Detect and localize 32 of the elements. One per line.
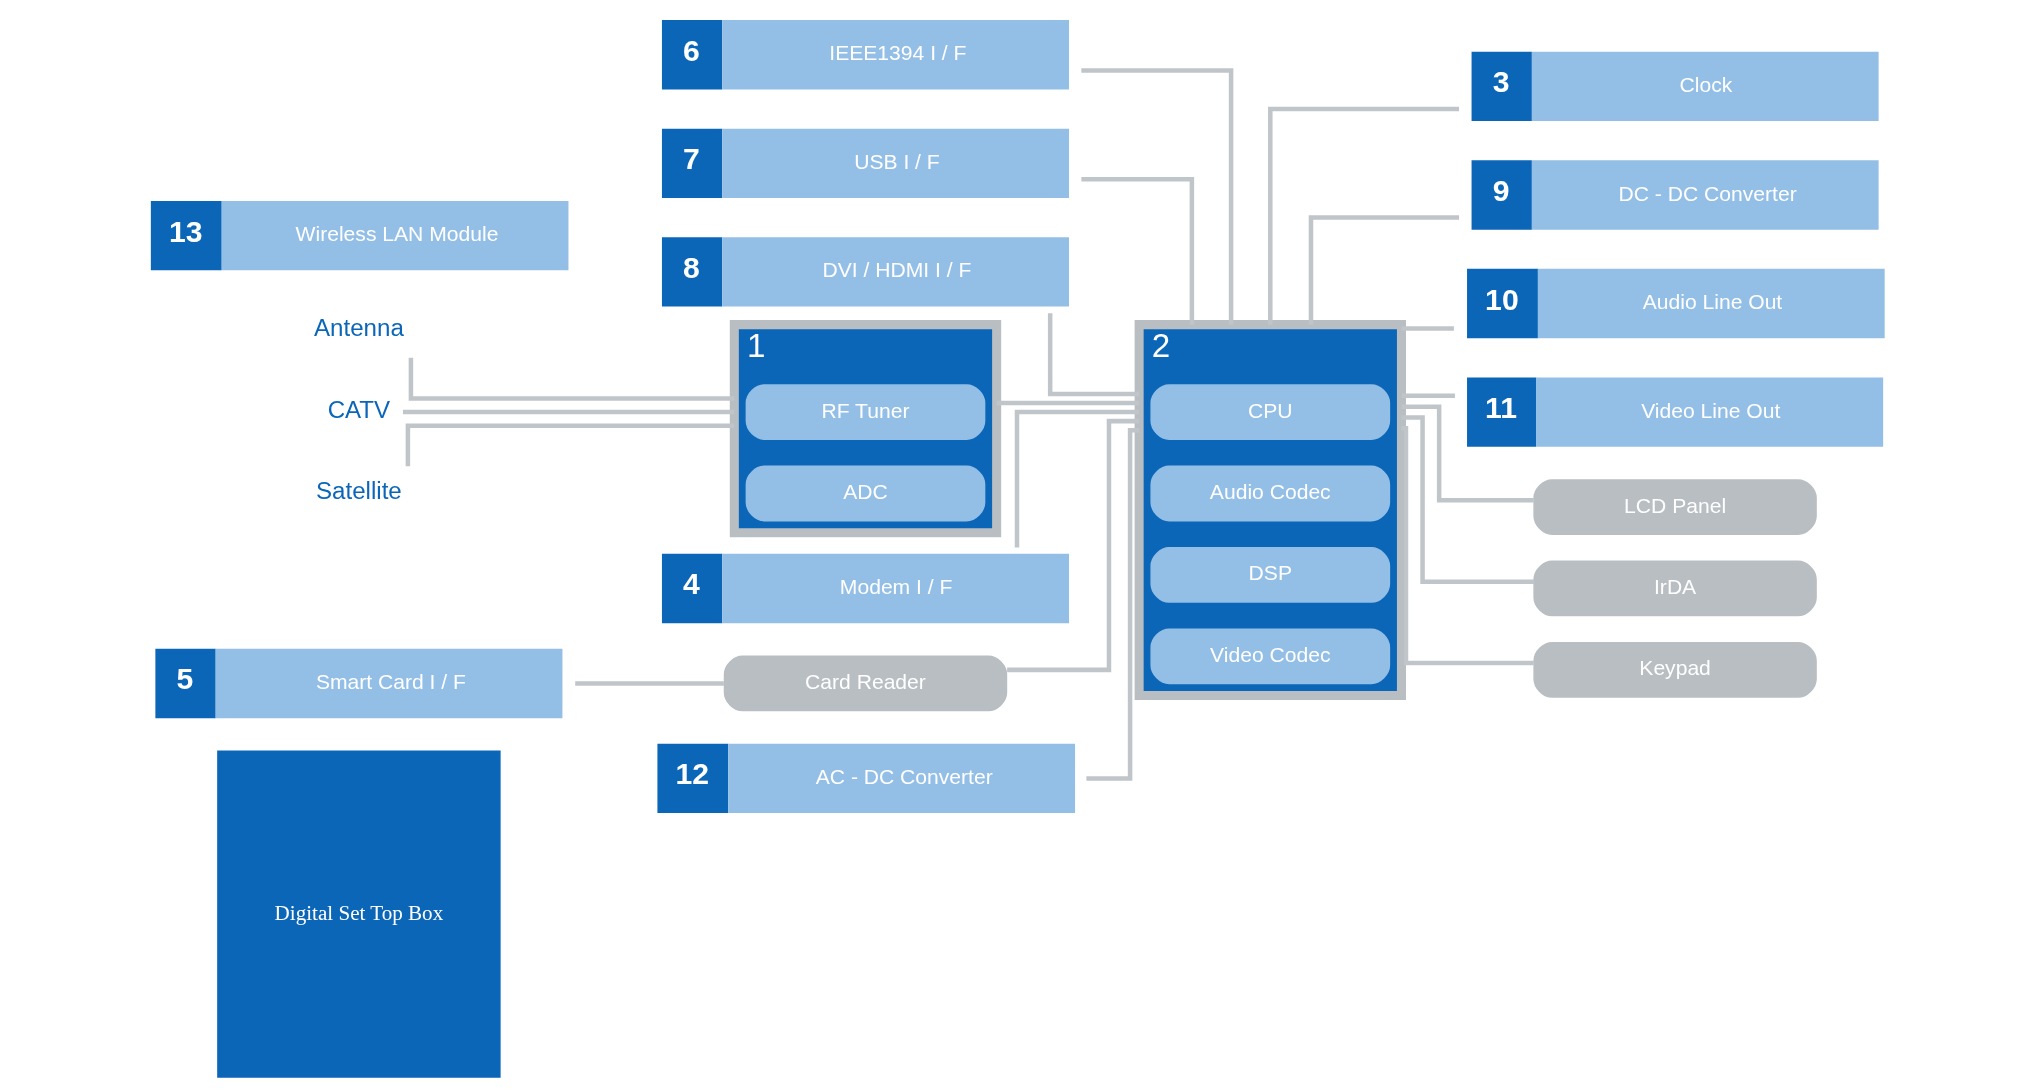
- connector: [1014, 409, 1139, 548]
- connector: [1400, 415, 1534, 584]
- node-box: LCD Panel: [1532, 479, 1817, 535]
- connector: [1308, 215, 1459, 325]
- connector: [1006, 418, 1139, 673]
- node-box: Keypad: [1532, 642, 1817, 698]
- connector: [1400, 404, 1534, 503]
- connector: [1047, 313, 1139, 397]
- node-box: DSP: [1149, 547, 1390, 603]
- connector: [1400, 326, 1454, 331]
- node-text: Antenna: [313, 314, 404, 342]
- connector: [1080, 68, 1233, 325]
- node-text: CATV: [327, 395, 390, 423]
- node-box: RF Tuner: [745, 384, 985, 440]
- connector: [1400, 393, 1455, 399]
- connector: [402, 409, 734, 415]
- node-box: CPU: [1149, 384, 1390, 440]
- connector: [1267, 106, 1459, 325]
- node-box: IrDA: [1532, 560, 1817, 617]
- connector: [408, 357, 734, 401]
- connector: [574, 681, 724, 686]
- node-box: Digital Set Top Box: [216, 750, 501, 1078]
- node-text: Satellite: [315, 477, 402, 505]
- connector: [1080, 176, 1194, 325]
- node-box: ADC: [745, 465, 985, 522]
- connector: [996, 400, 1139, 406]
- connector: [1400, 426, 1534, 666]
- node-box: Video Codec: [1149, 628, 1390, 685]
- node-box: Card Reader: [723, 655, 1007, 712]
- connector: [405, 423, 734, 467]
- connector: [1085, 427, 1139, 781]
- node-box: Audio Codec: [1149, 465, 1390, 522]
